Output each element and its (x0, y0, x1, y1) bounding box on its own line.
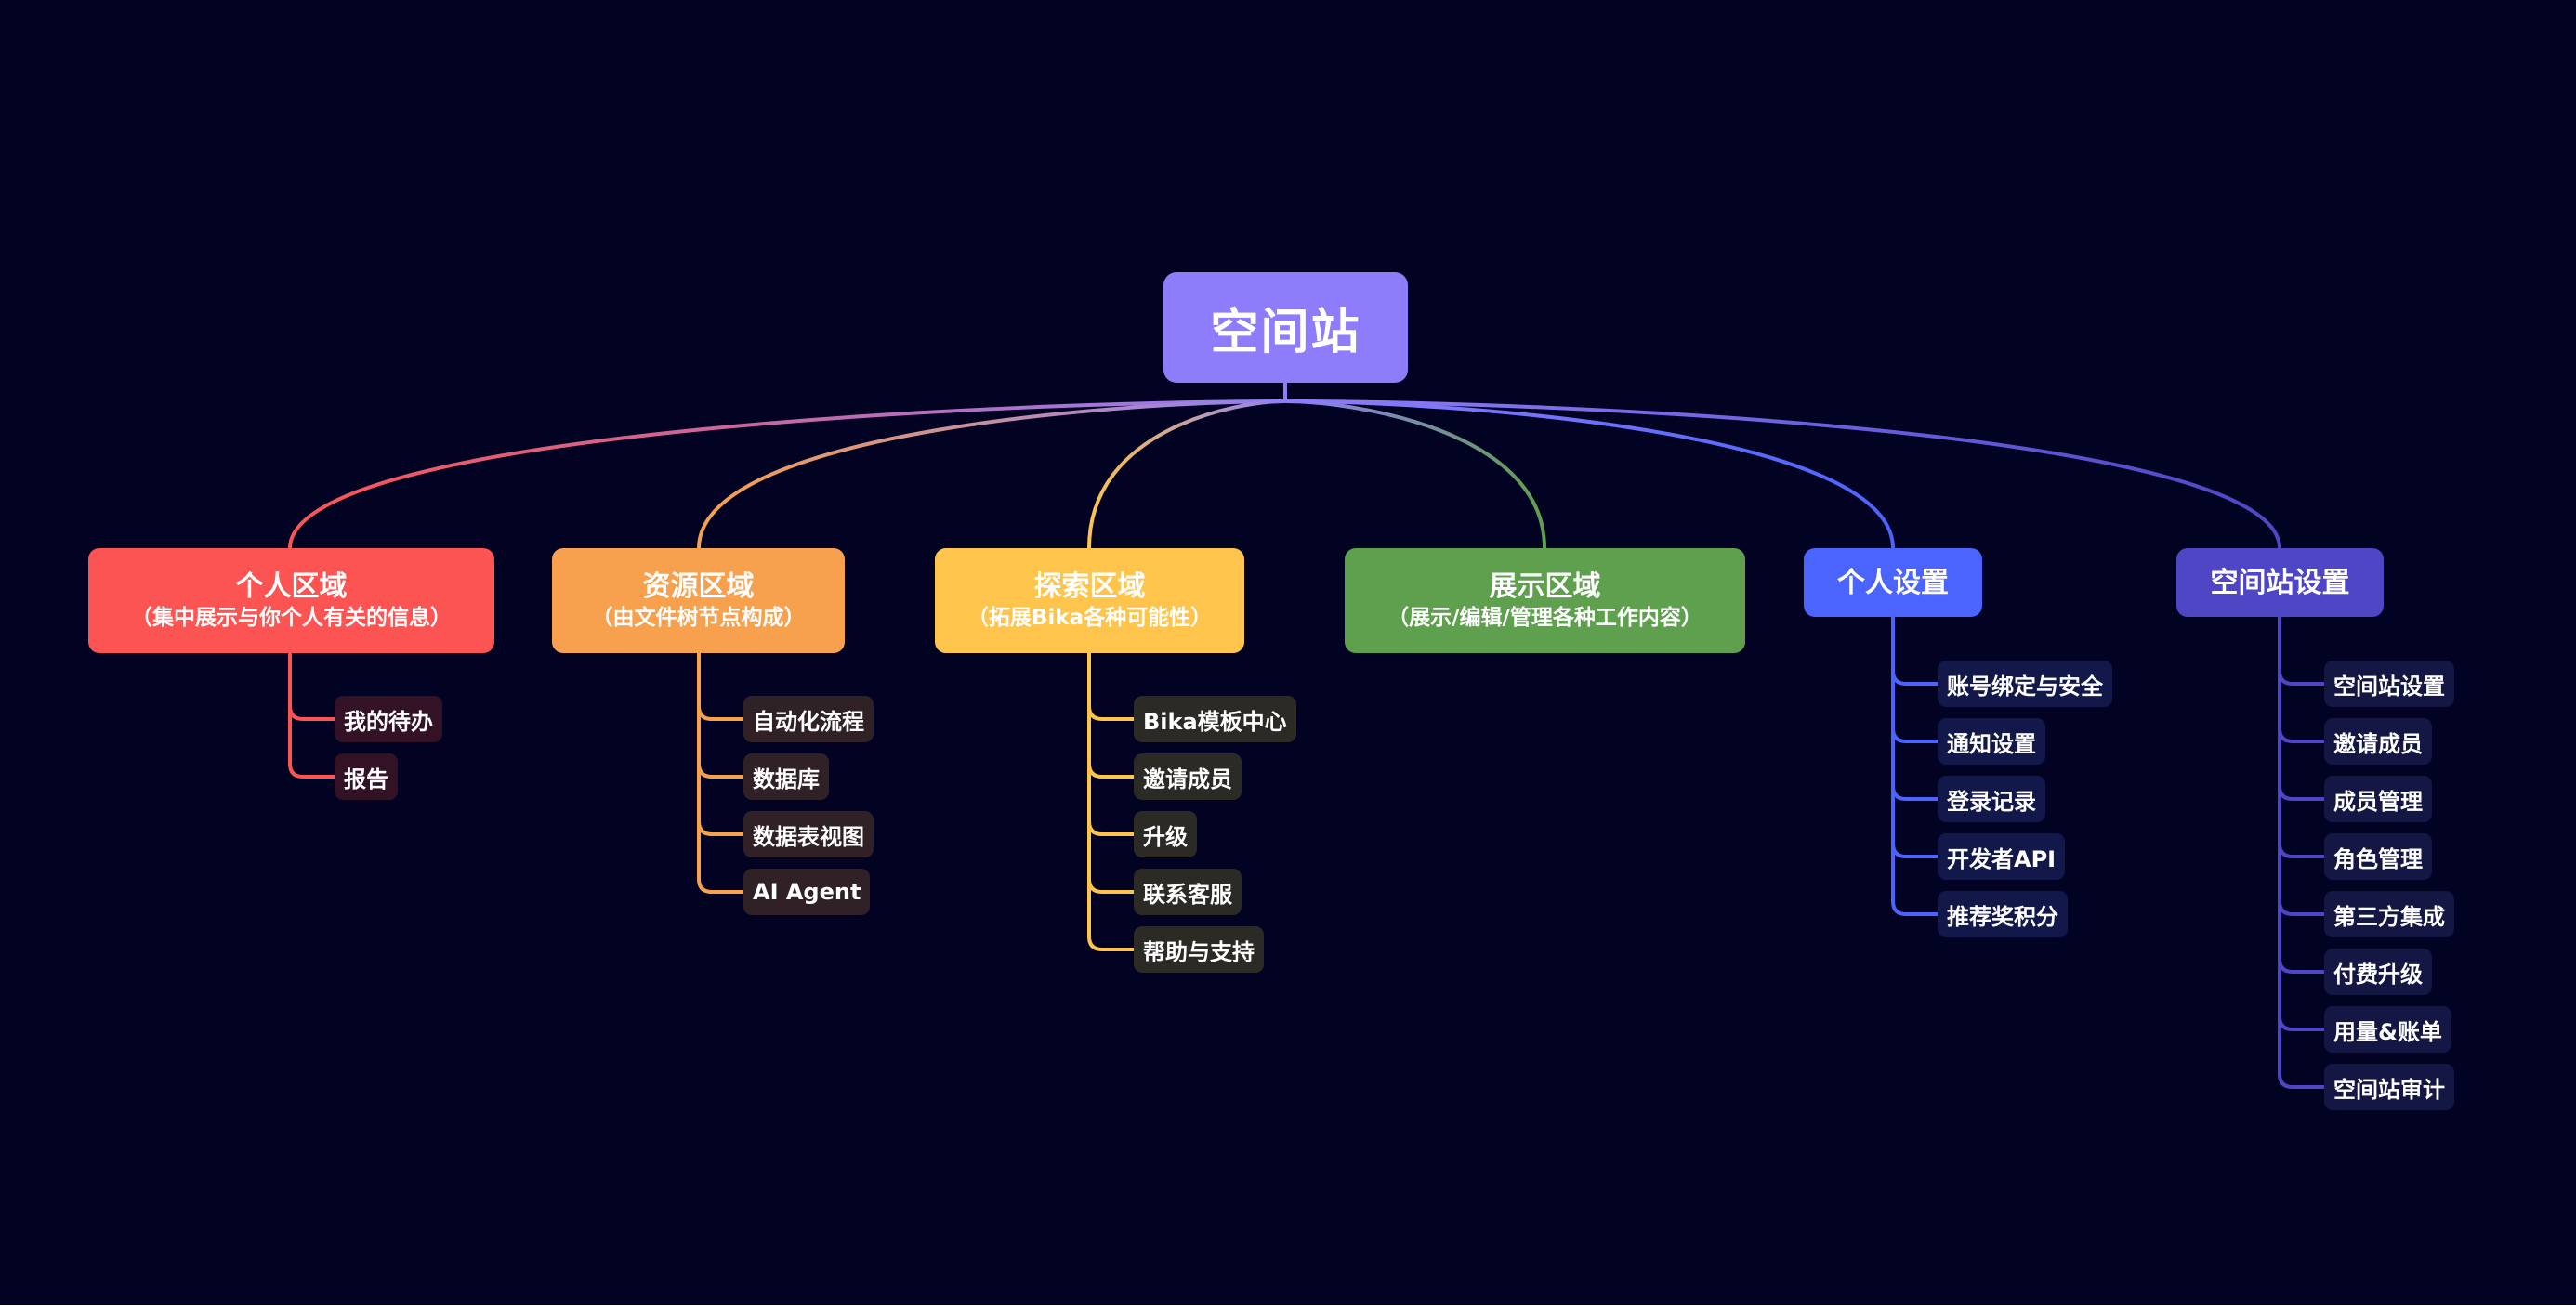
branch-to-leaf-line (2278, 617, 2324, 916)
branch-to-leaf-line (2278, 617, 2324, 858)
branch-title: 资源区域 (642, 570, 755, 604)
branch-subtitle: （集中展示与你个人有关的信息） (131, 606, 452, 631)
branch-to-leaf-line (697, 653, 743, 721)
leaf-node[interactable]: 帮助与支持 (1134, 926, 1264, 973)
leaf-node[interactable]: 升级 (1134, 811, 1197, 857)
branch-to-leaf-line (288, 653, 335, 779)
branch-personal-settings[interactable]: 个人设置 (1804, 548, 1982, 617)
branch-to-leaf-line (1087, 653, 1134, 779)
branch-title: 展示区域 (1489, 570, 1601, 604)
branch-to-leaf-line (2278, 617, 2324, 743)
branch-space-settings[interactable]: 空间站设置 (2176, 548, 2384, 617)
leaf-node[interactable]: Bika模板中心 (1134, 696, 1296, 742)
branch-to-leaf-line (2278, 617, 2324, 686)
leaf-node[interactable]: 角色管理 (2324, 833, 2432, 880)
branch-to-leaf-line (1087, 653, 1134, 836)
branch-to-leaf-line (2278, 617, 2324, 801)
root-to-branch-line (1284, 399, 2281, 549)
root-to-branch-line (1087, 399, 1286, 549)
branch-to-leaf-line (697, 653, 743, 836)
branch-to-leaf-line (2278, 617, 2324, 974)
leaf-node[interactable]: 账号绑定与安全 (1938, 661, 2112, 707)
leaf-node[interactable]: 第三方集成 (2324, 891, 2454, 937)
branch-title: 探索区域 (1033, 570, 1146, 604)
root-to-branch-line (697, 399, 1286, 549)
branch-personal-area[interactable]: 个人区域 （集中展示与你个人有关的信息） (88, 548, 494, 653)
leaf-node[interactable]: 数据库 (743, 753, 829, 800)
branch-resource-area[interactable]: 资源区域 （由文件树节点构成） (552, 548, 845, 653)
leaf-node[interactable]: 空间站审计 (2324, 1064, 2454, 1110)
branch-display-area[interactable]: 展示区域 （展示/编辑/管理各种工作内容） (1345, 548, 1745, 653)
branch-to-leaf-line (1087, 653, 1134, 951)
leaf-node[interactable]: 付费升级 (2324, 949, 2432, 995)
branch-subtitle: （由文件树节点构成） (591, 606, 806, 631)
leaf-node[interactable]: 通知设置 (1938, 718, 2045, 765)
leaf-node[interactable]: AI Agent (743, 869, 871, 915)
branch-to-leaf-line (1891, 617, 1938, 743)
leaf-node[interactable]: 邀请成员 (1134, 753, 1242, 800)
leaf-node[interactable]: 自动化流程 (743, 696, 874, 742)
leaf-node[interactable]: 开发者API (1938, 833, 2066, 880)
branch-explore-area[interactable]: 探索区域 （拓展Bika各种可能性） (935, 548, 1244, 653)
branch-title: 个人区域 (235, 570, 348, 604)
leaf-node[interactable]: 联系客服 (1134, 869, 1242, 915)
branch-to-leaf-line (697, 653, 743, 894)
leaf-node[interactable]: 登录记录 (1938, 776, 2045, 822)
branch-to-leaf-line (2278, 617, 2324, 1031)
leaf-node[interactable]: 推荐奖积分 (1938, 891, 2068, 937)
leaf-node[interactable]: 用量&账单 (2324, 1006, 2451, 1053)
leaf-node[interactable]: 报告 (335, 753, 398, 800)
branch-subtitle: （展示/编辑/管理各种工作内容） (1387, 606, 1702, 631)
branch-to-leaf-line (1891, 617, 1938, 916)
leaf-node[interactable]: 空间站设置 (2324, 661, 2454, 707)
leaf-node[interactable]: 数据表视图 (743, 811, 874, 857)
branch-to-leaf-line (2278, 617, 2324, 1089)
root-node[interactable]: 空间站 (1163, 272, 1408, 383)
leaf-node[interactable]: 邀请成员 (2324, 718, 2432, 765)
leaf-node[interactable]: 我的待办 (335, 696, 442, 742)
branch-title: 空间站设置 (2210, 566, 2350, 599)
root-to-branch-line (1284, 399, 1546, 549)
branch-to-leaf-line (1087, 653, 1134, 894)
branch-title: 个人设置 (1837, 566, 1949, 599)
branch-to-leaf-line (1087, 653, 1134, 721)
branch-to-leaf-line (1891, 617, 1938, 801)
root-to-branch-line (288, 399, 1286, 549)
leaf-node[interactable]: 成员管理 (2324, 776, 2432, 822)
branch-to-leaf-line (288, 653, 335, 721)
branch-to-leaf-line (697, 653, 743, 779)
branch-to-leaf-line (1891, 617, 1938, 858)
branch-to-leaf-line (1891, 617, 1938, 686)
branch-subtitle: （拓展Bika各种可能性） (966, 606, 1213, 631)
